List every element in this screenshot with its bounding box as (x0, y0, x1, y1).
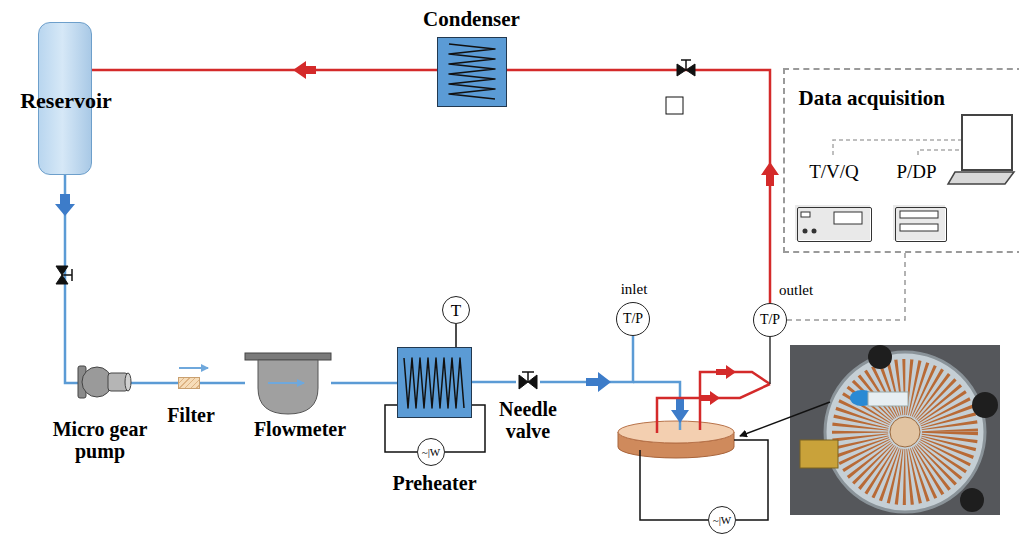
part-label: Reservoir (6, 89, 126, 113)
needle-valve-symbol (519, 372, 537, 389)
instrument-detail (795, 205, 945, 240)
part-label: Needle valve (490, 398, 566, 442)
part-label: T/V/Q (792, 162, 877, 183)
flowmeter-symbol (245, 353, 331, 414)
sensor-circle: inletT/P (616, 302, 650, 336)
outlet-pipe (657, 384, 770, 433)
condenser-coil (449, 44, 495, 99)
flow-arrow (761, 162, 779, 186)
pipe-line (472, 381, 516, 384)
part-label: Condenser (400, 8, 544, 31)
power-supply: ~|W (417, 438, 445, 466)
leader-arrow (740, 402, 830, 436)
reservoir-tank: Reservoir (38, 22, 92, 175)
flow-arrow (671, 398, 689, 423)
shutoff-valve (56, 266, 72, 284)
pipe-line (455, 324, 457, 347)
part-label: Filter (151, 404, 231, 426)
part-label: inlet (607, 281, 661, 298)
power-wire (640, 450, 708, 520)
condenser-box: Condenser (437, 37, 507, 107)
instrument-box: P/DP (895, 207, 947, 242)
sensor-stem (769, 337, 771, 384)
part-label: Flowmeter (230, 418, 370, 440)
pipe-line (540, 336, 633, 382)
preheater-box: Preheater (397, 347, 472, 418)
test-section-photo (790, 345, 1000, 515)
pipe-line (128, 382, 178, 385)
sensor-circle: T (442, 296, 470, 324)
pipe-line (507, 70, 770, 303)
flow-arrow (716, 365, 736, 379)
flow-arrow (55, 194, 75, 216)
signal-line (918, 150, 961, 155)
pipe-line (92, 69, 437, 72)
gear-pump-symbol (78, 366, 131, 398)
condenser-body (437, 37, 507, 107)
outlet-pipe (700, 372, 770, 430)
instrument-box: T/V/Q (797, 207, 872, 242)
power-supply: ~|W (708, 506, 736, 534)
node-label: T/P (617, 303, 649, 335)
acquisition-panel: Data acquisitionT/V/QP/DP (783, 68, 1019, 253)
flow-arrow (293, 61, 316, 79)
signal-line (833, 140, 961, 155)
node-label: ~|W (709, 507, 735, 533)
pipe-line (331, 382, 397, 385)
empty-box (666, 97, 683, 114)
flow-arrow (700, 391, 720, 405)
node-label: ~|W (418, 439, 444, 465)
part-label: Micro gear pump (52, 418, 148, 462)
shutoff-valve (677, 60, 695, 76)
test-section (618, 421, 734, 458)
part-label: Data acquisition (799, 87, 999, 110)
needle-valve: Needle valve (516, 372, 540, 392)
node-label: T (443, 297, 469, 323)
flow-arrow (586, 372, 611, 392)
power-wire (734, 440, 768, 520)
part-label: outlet (779, 282, 829, 299)
flow-arrow (179, 367, 208, 369)
filter: Filter (178, 377, 200, 389)
part-label: P/DP (877, 162, 957, 183)
pump: Micro gear pump (78, 365, 128, 399)
sensor-circle: outletT/P (753, 303, 787, 337)
flowmeter: Flowmeter (245, 353, 331, 414)
part-label: Preheater (365, 472, 505, 494)
preheater-coil (404, 358, 464, 408)
preheater-body (397, 347, 472, 418)
pipe-line (200, 382, 245, 385)
node-label: T/P (754, 304, 786, 336)
